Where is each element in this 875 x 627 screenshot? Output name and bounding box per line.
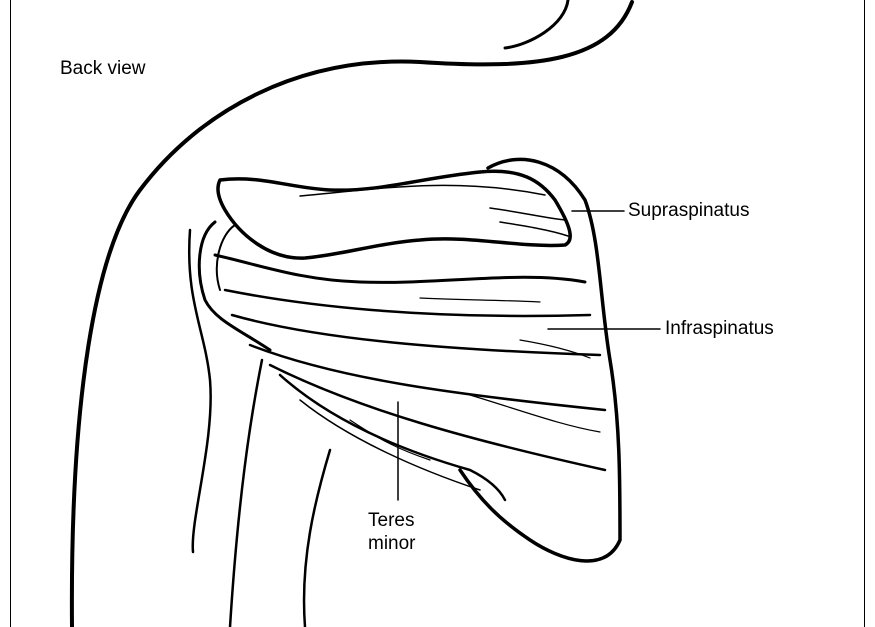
infraspinatus-fold-1 [225,290,590,316]
label-infraspinatus: Infraspinatus [665,318,774,341]
infraspinatus-fold-2 [232,315,600,355]
humeral-head [199,222,270,350]
shoulder-outline [72,2,632,627]
infraspinatus-fibre-a [420,298,540,302]
label-teres-minor: Teres minor [368,510,416,556]
neck-outline [505,0,568,48]
scapula-outline [460,159,620,561]
acromion [218,171,570,258]
supraspinatus-fibre-2 [490,208,565,220]
label-teres-minor-line2: minor [368,533,416,556]
label-supraspinatus: Supraspinatus [628,200,749,223]
label-teres-minor-line1: Teres [368,510,416,533]
supraspinatus-fibre-3 [500,222,568,236]
view-title: Back view [60,58,146,81]
infraspinatus-fold-3 [250,345,605,410]
infraspinatus-fold-4 [270,365,605,470]
infraspinatus-fibre-c [470,395,600,432]
arm-line-2 [230,360,262,627]
arm-line-3 [304,450,330,627]
infraspinatus-upper [215,255,585,282]
